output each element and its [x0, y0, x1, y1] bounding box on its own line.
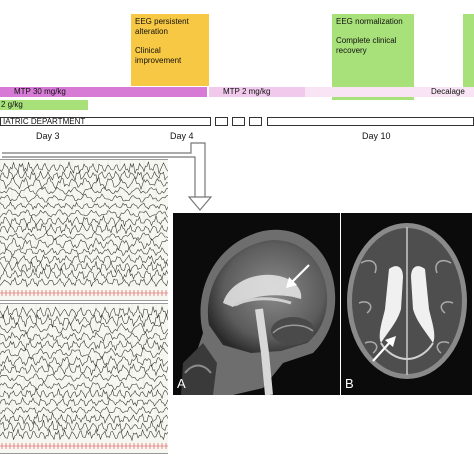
elbow-arrow-icon	[2, 142, 213, 211]
eeg-channel-trace	[0, 237, 168, 251]
eeg-channel-trace	[0, 428, 168, 442]
department-box-1	[215, 117, 228, 126]
mri-label-a: A	[177, 376, 186, 391]
eeg-channel-trace	[0, 372, 168, 383]
eeg-channel-trace	[0, 260, 168, 274]
eeg-channel-trace	[0, 223, 168, 235]
eeg-channel-trace	[0, 305, 168, 320]
eeg-channel-trace	[0, 321, 168, 335]
day-4-label: Day 4	[170, 131, 194, 141]
eeg-channel-trace	[0, 201, 168, 211]
eeg-channel-trace	[0, 396, 168, 407]
note-eeg-alteration: EEG persistent alteration Clinical impro…	[131, 14, 209, 86]
day-10-label: Day 10	[362, 131, 391, 141]
day-3-label: Day 3	[36, 131, 60, 141]
mri-sagittal-image	[173, 213, 340, 395]
note-normalization-line2: Complete clinical recovery	[336, 36, 397, 55]
treatment-bar-mtp-30: MTP 30 mg/kg	[0, 87, 207, 97]
department-box-3	[249, 117, 262, 126]
eeg-channel-trace	[0, 246, 168, 257]
eeg-traces-top	[0, 160, 168, 296]
eeg-channel-trace	[0, 338, 168, 352]
eeg-traces-bottom	[0, 304, 168, 449]
treatment-bar-mtp-2: MTP 2 mg/kg	[209, 87, 305, 97]
eeg-channel-trace	[0, 347, 168, 360]
eeg-channel-trace	[0, 354, 168, 368]
mri-axial-image	[341, 213, 472, 395]
eeg-channel-trace	[0, 276, 168, 288]
eeg-channel-trace	[0, 231, 168, 242]
eeg-panel-bottom	[0, 303, 168, 454]
mri-label-b: B	[345, 376, 354, 391]
eeg-channel-trace	[0, 267, 168, 281]
pointer-arrow-icon	[286, 264, 310, 288]
treatment-bar-gkg: 2 g/kg	[0, 100, 88, 110]
eeg-channel-trace	[0, 406, 168, 415]
eeg-channel-trace	[0, 331, 168, 343]
treatment-bar-decalage: Decalage	[422, 87, 474, 97]
eeg-channel-trace	[0, 411, 168, 425]
pointer-arrow-icon	[372, 336, 396, 362]
eeg-channel-trace	[0, 362, 168, 377]
eeg-channel-trace	[0, 169, 168, 182]
eeg-channel-trace	[0, 214, 168, 228]
note-eeg-normalization: EEG normalization Complete clinical reco…	[332, 14, 414, 100]
eeg-channel-trace	[0, 254, 168, 265]
department-box-2	[232, 117, 245, 126]
note-edge-partial	[463, 14, 474, 88]
mri-panel-b: B	[341, 213, 472, 395]
note-alteration-line2: Clinical improvement	[135, 46, 182, 65]
eeg-channel-trace	[0, 387, 168, 400]
note-alteration-line1: EEG persistent alteration	[135, 17, 189, 36]
mri-panel-a: A	[173, 213, 340, 395]
eeg-channel-trace	[0, 380, 168, 391]
note-normalization-line1: EEG normalization	[336, 17, 403, 26]
treatment-bar-mtp-2-tail	[305, 87, 422, 97]
department-bar: IATRIC DEPARTMENT	[0, 117, 211, 126]
eeg-channel-trace	[0, 313, 168, 328]
department-bar-tail	[267, 117, 474, 126]
eeg-channel-trace	[0, 176, 168, 191]
eeg-channel-trace	[0, 193, 168, 203]
eeg-panel-top	[0, 159, 168, 301]
eeg-channel-trace	[0, 208, 168, 219]
eeg-channel-trace	[0, 420, 168, 433]
eeg-channel-trace	[0, 186, 168, 196]
eeg-channel-trace	[0, 161, 168, 175]
